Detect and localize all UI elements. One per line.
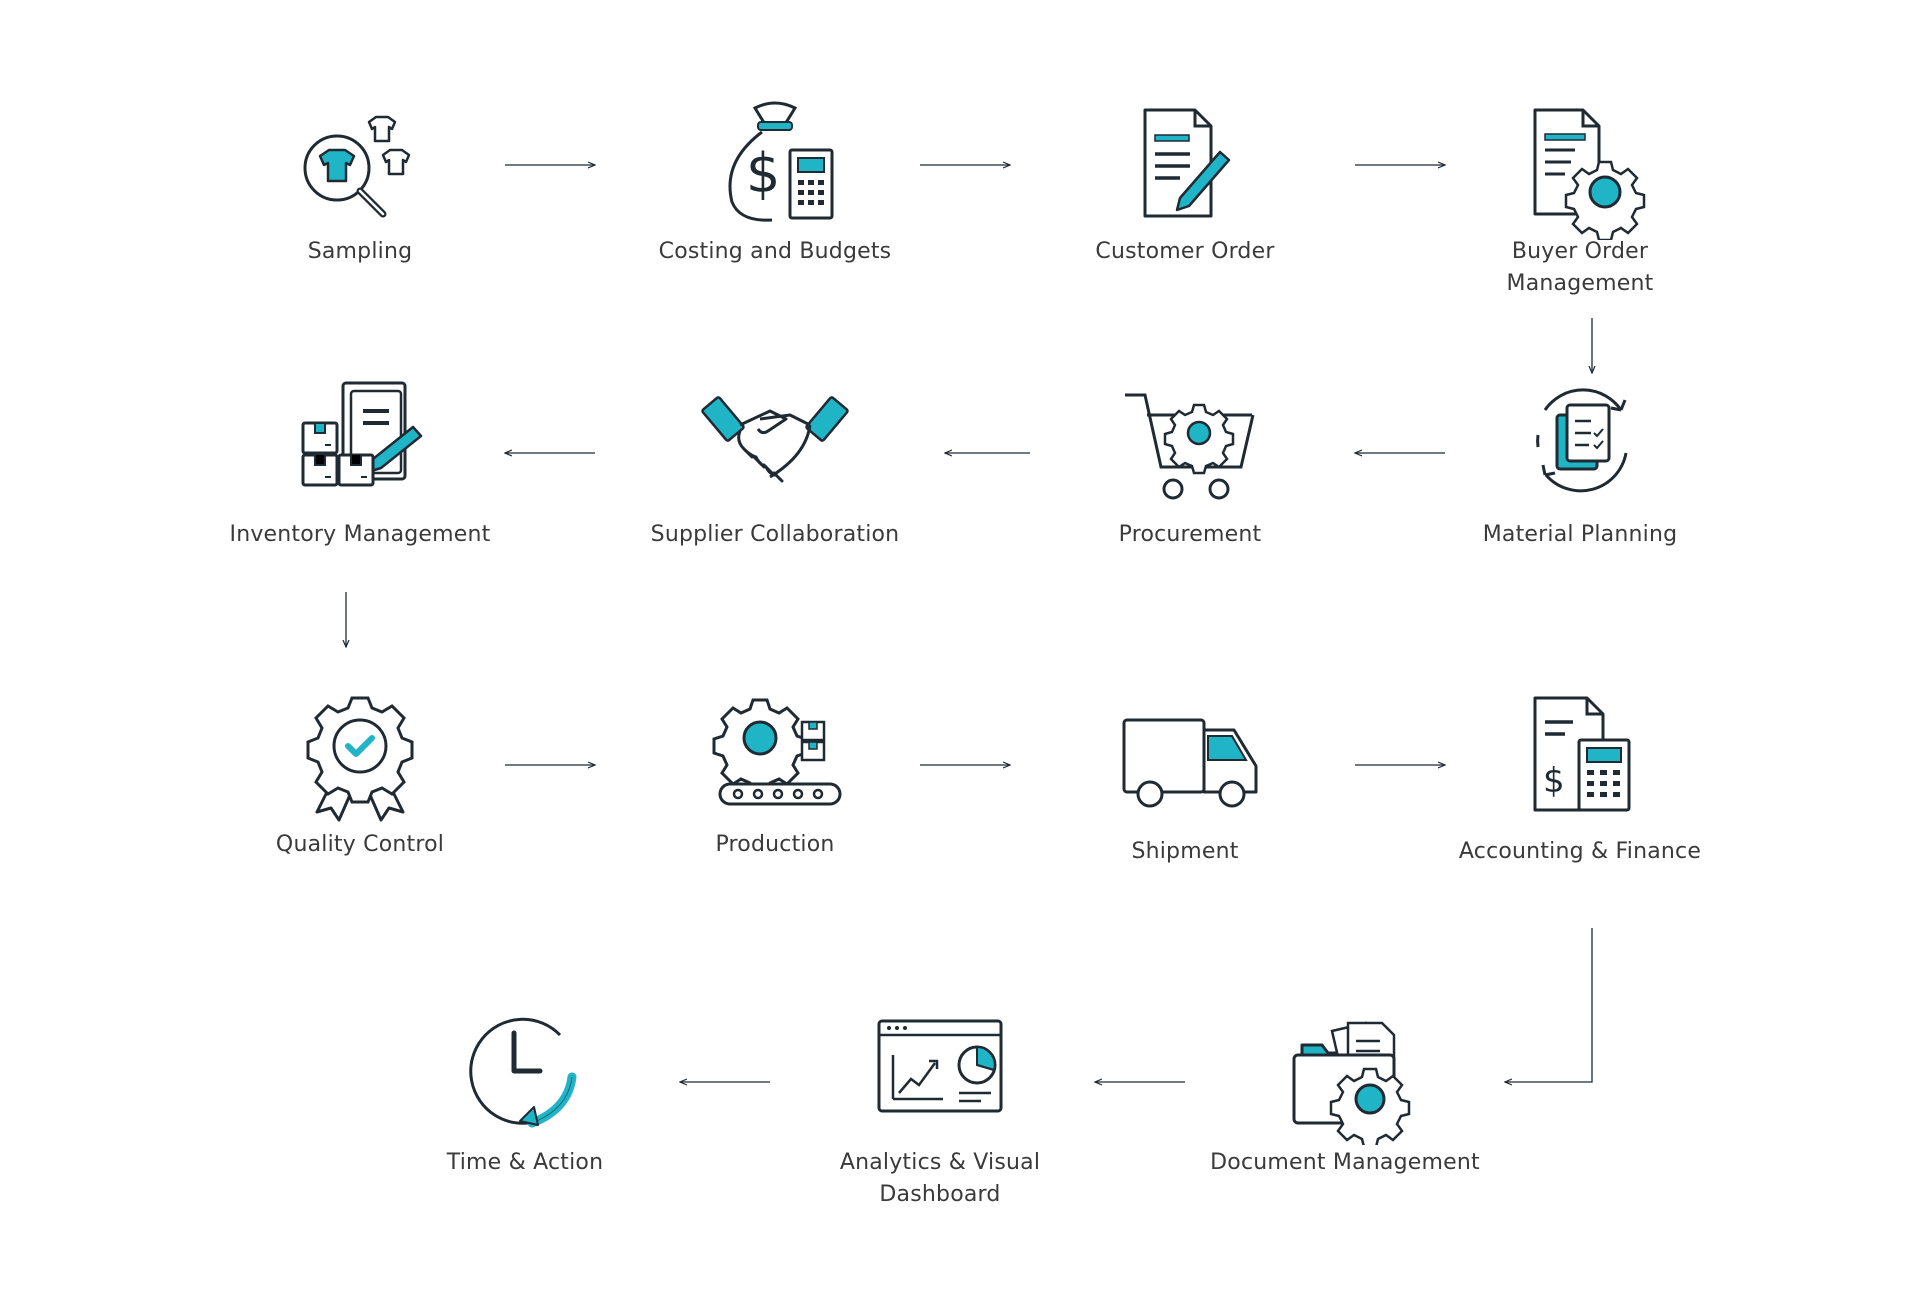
sampling-icon (285, 90, 435, 240)
clock-icon (450, 995, 600, 1145)
step-label: Buyer Order Management (1506, 239, 1654, 296)
dashboard-icon (865, 995, 1015, 1145)
step-label: Analytics & Visual Dashboard (839, 1150, 1041, 1207)
step-label: Costing and Budgets (658, 239, 892, 264)
step-label: Quality Control (275, 832, 445, 857)
step-label: Procurement (1118, 522, 1262, 547)
invoice-calculator-icon: $ (1505, 680, 1655, 830)
svg-text:$: $ (1543, 761, 1565, 801)
boxes-clipboard-icon (285, 365, 435, 515)
step-label: Shipment (1131, 839, 1239, 864)
cycle-clipboard-icon (1505, 365, 1655, 515)
gear-conveyor-icon (700, 680, 850, 830)
truck-icon (1110, 680, 1260, 830)
step-label: Production (715, 832, 835, 857)
step-label: Supplier Collaboration (650, 522, 900, 547)
award-badge-icon (285, 680, 435, 830)
step-label: Sampling (307, 239, 413, 264)
step-label: Customer Order (1095, 239, 1275, 264)
handshake-icon (700, 365, 850, 515)
step-label: Time & Action (446, 1150, 604, 1175)
document-gear-icon (1505, 90, 1655, 240)
arrow-accounting-to-document (1505, 928, 1593, 1082)
step-label: Accounting & Finance (1458, 839, 1702, 864)
document-pen-icon (1110, 90, 1260, 240)
svg-text:$: $ (746, 142, 780, 205)
step-label: Inventory Management (229, 522, 491, 547)
folder-gear-icon (1270, 995, 1420, 1145)
money-bag-calculator-icon: $ (700, 90, 850, 240)
step-label: Material Planning (1482, 522, 1678, 547)
cart-gear-icon (1115, 365, 1265, 515)
step-label: Document Management (1210, 1150, 1480, 1175)
